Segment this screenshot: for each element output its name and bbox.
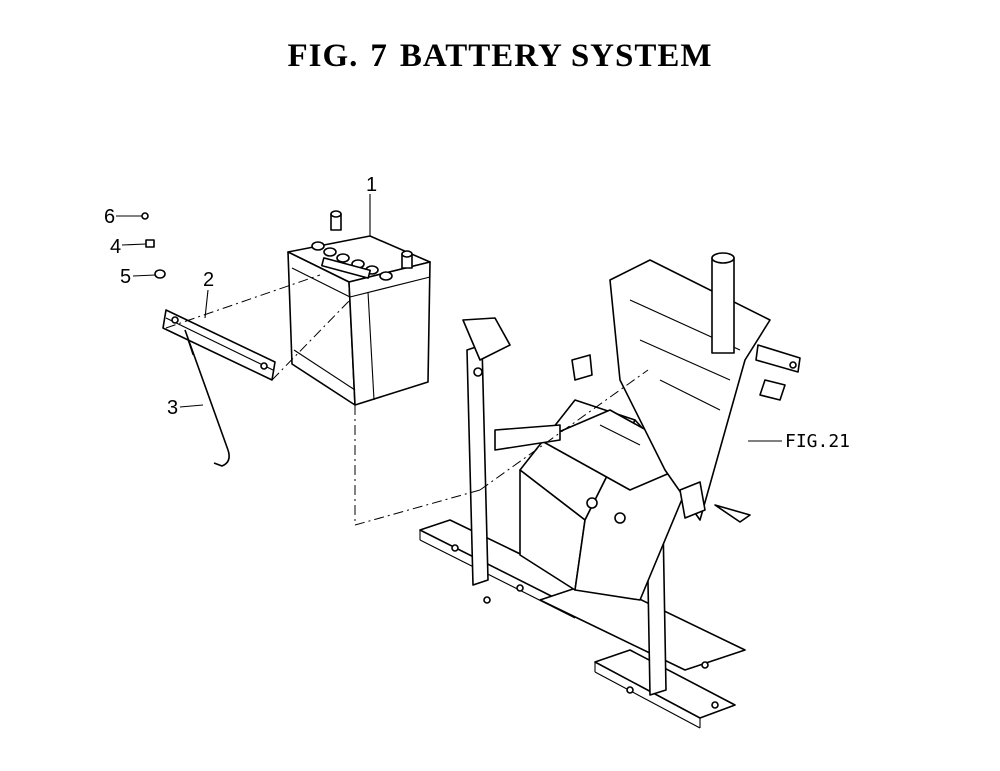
callout-4: 4 <box>110 236 121 258</box>
j-bolt <box>184 329 230 467</box>
figure-name: BATTERY SYSTEM <box>399 38 713 74</box>
battery-support-frame <box>419 252 801 729</box>
callout-2: 2 <box>203 269 214 291</box>
phantom-lines <box>165 274 649 526</box>
battery <box>287 210 431 406</box>
lock-nut <box>154 269 166 279</box>
figure-number: 7 <box>370 38 388 74</box>
nut <box>145 239 155 248</box>
callout-3: 3 <box>167 397 178 419</box>
fasteners <box>141 212 166 279</box>
figure-reference-label: FIG.21 <box>785 431 850 452</box>
callout-6: 6 <box>104 206 115 228</box>
washer <box>141 212 149 220</box>
battery-clamp <box>162 309 276 381</box>
callout-1: 1 <box>366 174 377 196</box>
callout-5: 5 <box>120 266 131 288</box>
callout-leaders <box>116 194 782 442</box>
figure-title: FIG. 7 BATTERY SYSTEM <box>0 38 1000 75</box>
figure-prefix: FIG. <box>287 38 359 74</box>
